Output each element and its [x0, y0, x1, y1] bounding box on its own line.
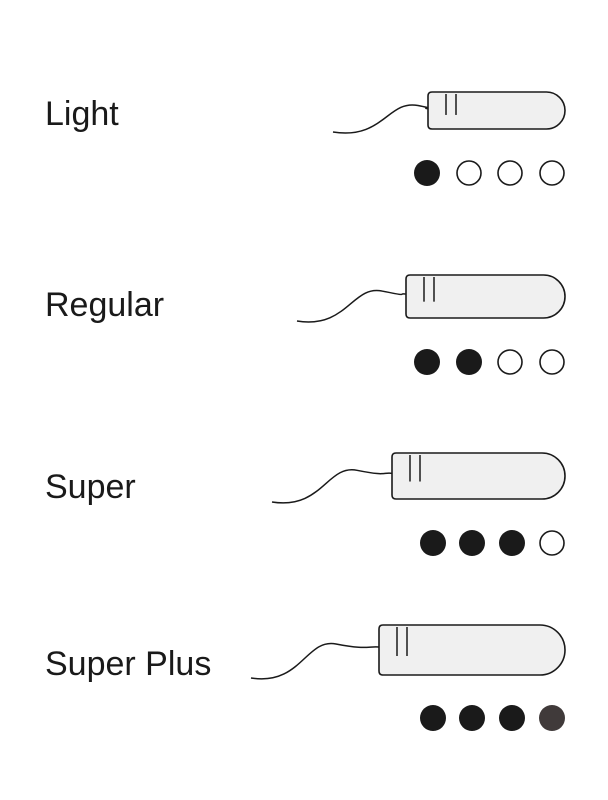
absorbency-dot-filled	[456, 349, 482, 375]
tampon-string	[296, 289, 407, 323]
level-label-light: Light	[45, 95, 119, 133]
level-label-super-plus: Super Plus	[45, 645, 212, 683]
absorbency-dot-empty	[539, 349, 565, 375]
tampon-body-icon	[405, 274, 566, 319]
absorbency-dot-empty	[456, 160, 482, 186]
absorbency-dot-filled	[414, 160, 440, 186]
absorbency-dot-filled	[420, 705, 446, 731]
tampon-string	[332, 104, 433, 134]
absorbency-dot-filled	[414, 349, 440, 375]
absorbency-dot-empty	[497, 349, 523, 375]
absorbency-dot-filled	[459, 705, 485, 731]
absorbency-dot-empty	[539, 160, 565, 186]
absorbency-dot-empty	[539, 530, 565, 556]
absorbency-dot-empty	[497, 160, 523, 186]
tampon-body-icon	[391, 452, 566, 500]
tampon-string	[250, 642, 380, 680]
level-label-regular: Regular	[45, 286, 165, 324]
absorbency-dot-filled	[499, 705, 525, 731]
tampon-body-icon	[427, 91, 566, 130]
absorbency-dot-filled	[420, 530, 446, 556]
absorbency-dot-filled	[499, 530, 525, 556]
tampon-string	[271, 469, 393, 504]
level-label-super: Super	[45, 468, 136, 506]
absorbency-dot-filled	[459, 530, 485, 556]
tampon-body-icon	[378, 624, 566, 676]
absorbency-dot-filled	[539, 705, 565, 731]
